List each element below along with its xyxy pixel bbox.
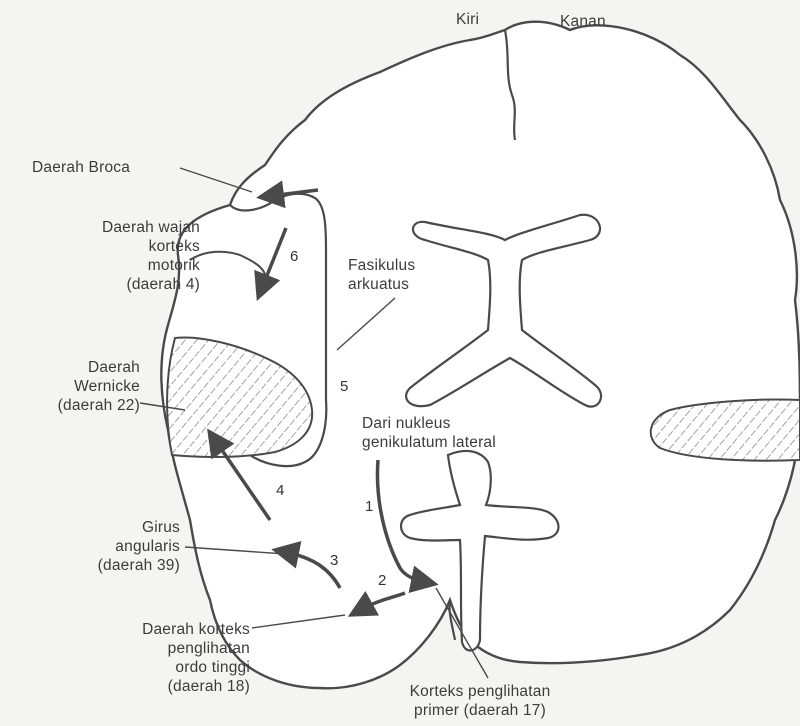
hemisphere-right-label: Kanan [560,12,606,31]
leader-broca [180,168,252,192]
hemisphere-left-label: Kiri [456,10,479,29]
step-4: 4 [276,482,284,499]
angular-gyrus-label: Girus angularis (daerah 39) [40,518,180,575]
wernicke-label: Daerah Wernicke (daerah 22) [0,358,140,415]
step-2: 2 [378,572,386,589]
step-6: 6 [290,248,298,265]
step-1: 1 [365,498,373,515]
lgn-label: Dari nukleus genikulatum lateral [362,414,496,452]
face-motor-label: Daerah wajah korteks motorik (daerah 4) [12,218,200,294]
right-hatched-area [651,399,800,460]
fasciculus-label: Fasikulus arkuatus [348,256,415,294]
higher-visual-label: Daerah korteks penglihatan ordo tinggi (… [40,620,250,696]
step-5: 5 [340,378,348,395]
broca-label: Daerah Broca [32,158,130,177]
step-3: 3 [330,552,338,569]
primary-visual-label: Korteks penglihatan primer (daerah 17) [360,682,600,720]
